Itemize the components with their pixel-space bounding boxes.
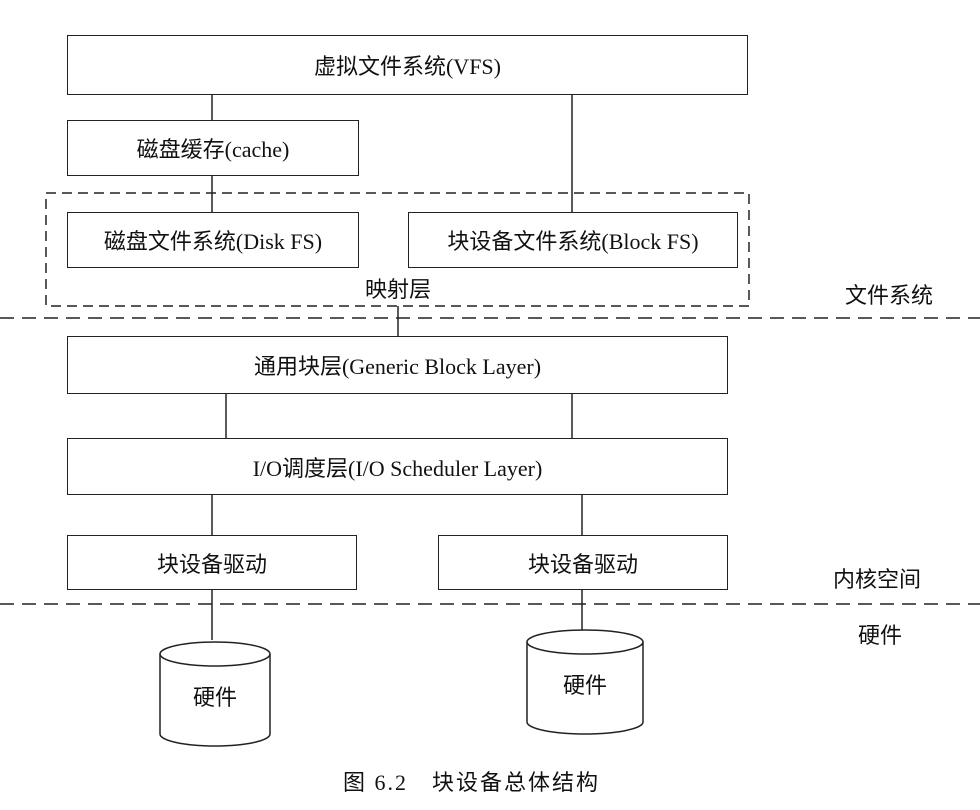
- block-fs-label: 块设备文件系统(Block FS): [447, 229, 699, 254]
- io-scheduler-layer-box: I/O调度层(I/O Scheduler Layer): [67, 438, 728, 495]
- region-label-file-system: 文件系统: [845, 283, 934, 308]
- cache-box: 磁盘缓存(cache): [67, 120, 359, 176]
- disk-fs-box: 磁盘文件系统(Disk FS): [67, 212, 359, 268]
- vfs-label: 虚拟文件系统(VFS): [313, 54, 501, 79]
- vfs-box: 虚拟文件系统(VFS): [67, 35, 748, 95]
- hardware-cylinder-left: [159, 641, 271, 747]
- region-label-hardware: 硬件: [858, 623, 903, 648]
- block-fs-box: 块设备文件系统(Block FS): [408, 212, 738, 268]
- hardware-label-right: 硬件: [562, 673, 607, 698]
- mapping-layer-border: [45, 192, 750, 307]
- block-driver-label-left: 块设备驱动: [156, 551, 267, 577]
- figure-caption: 图 6.2 块设备总体结构: [343, 770, 601, 795]
- block-driver-label-right: 块设备驱动: [527, 551, 638, 577]
- generic-block-layer-box: 通用块层(Generic Block Layer): [67, 336, 728, 394]
- disk-fs-label: 磁盘文件系统(Disk FS): [103, 229, 323, 254]
- hardware-label-left: 硬件: [192, 685, 237, 710]
- mapping-layer-label: 映射层: [365, 277, 432, 302]
- io-scheduler-layer-label: I/O调度层(I/O Scheduler Layer): [252, 455, 543, 481]
- hardware-cylinder-right: [526, 629, 644, 735]
- generic-block-layer-label: 通用块层(Generic Block Layer): [253, 354, 542, 379]
- block-driver-box-left: 块设备驱动: [67, 535, 357, 590]
- cache-label: 磁盘缓存(cache): [136, 137, 290, 162]
- region-label-kernel-space: 内核空间: [833, 567, 922, 592]
- block-driver-box-right: 块设备驱动: [438, 535, 728, 590]
